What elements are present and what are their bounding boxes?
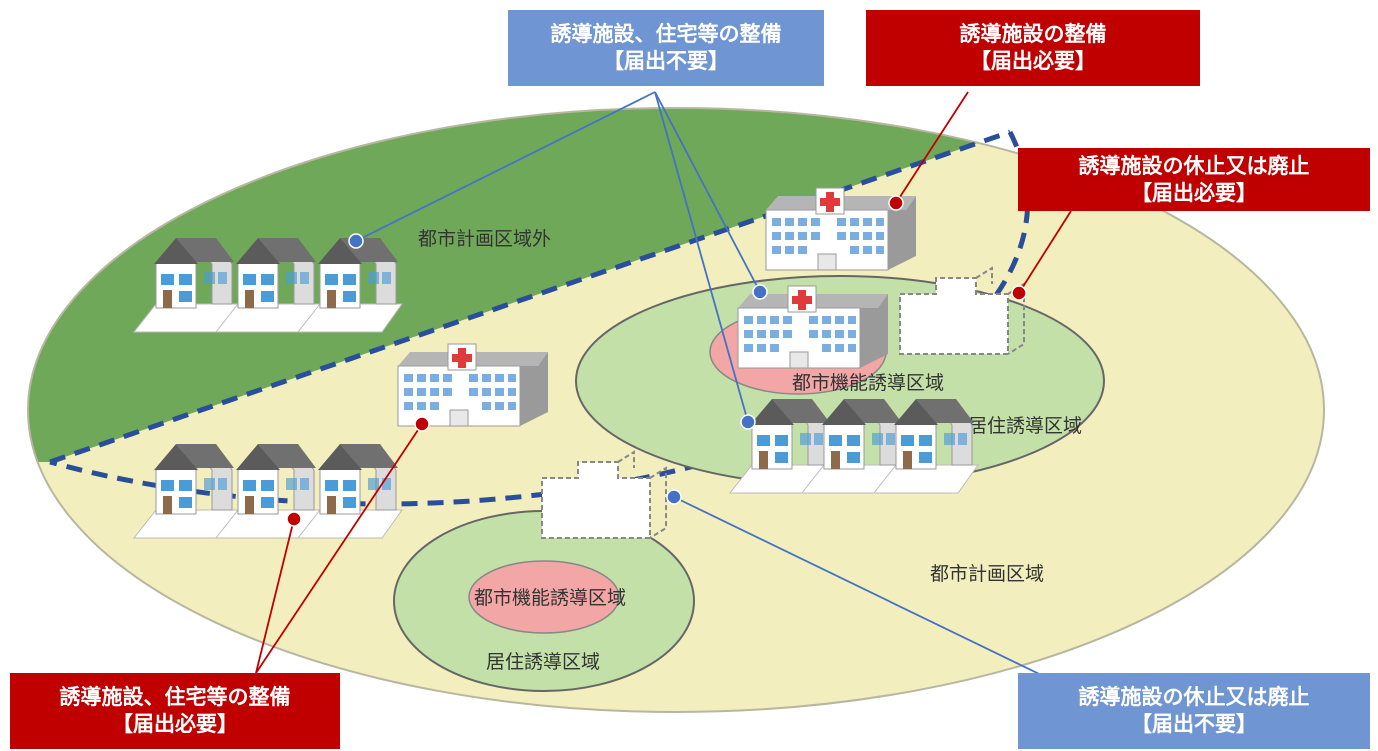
hospital-icon [397, 343, 549, 427]
label-residential-zone-2: 居住誘導区域 [486, 651, 600, 673]
function-zone-2 [468, 560, 620, 634]
callout-notification-required-facility: 誘導施設の整備 【届出必要】 [866, 10, 1200, 86]
callout-status: 【届出不要】 [603, 49, 729, 73]
leader-lines-blue [355, 91, 1065, 687]
callout-notification-not-required-closure: 誘導施設の休止又は廃止 【届出不要】 [1018, 673, 1370, 749]
label-city-area: 都市計画区域 [930, 563, 1044, 585]
callout-title: 誘導施設、住宅等の整備 [59, 685, 291, 709]
label-function-zone-2: 都市機能誘導区域 [474, 587, 626, 609]
label-outside-area: 都市計画区域外 [418, 228, 551, 250]
callout-notification-required-closure: 誘導施設の休止又は廃止 【届出必要】 [1018, 148, 1370, 211]
callout-status: 【届出必要】 [1131, 180, 1257, 205]
callout-title: 誘導施設の整備 [959, 22, 1107, 46]
callout-status: 【届出必要】 [970, 49, 1096, 73]
callout-status: 【届出必要】 [112, 712, 238, 736]
leader-lines-red [255, 91, 1072, 674]
callout-notification-not-required-development: 誘導施設、住宅等の整備 【届出不要】 [508, 10, 824, 86]
leader-dots [286, 195, 1027, 527]
city-outer-outline [27, 107, 1325, 713]
callout-status: 【届出不要】 [1131, 712, 1257, 736]
callout-title: 誘導施設の休止又は廃止 [1078, 153, 1310, 178]
planning-area-boundary [49, 129, 1011, 465]
label-residential-zone-1: 居住誘導区域 [968, 415, 1082, 437]
callout-notification-required-development: 誘導施設、住宅等の整備 【届出必要】 [10, 673, 340, 749]
callout-title: 誘導施設、住宅等の整備 [550, 22, 782, 46]
label-function-zone-1: 都市機能誘導区域 [792, 372, 944, 394]
callout-title: 誘導施設の休止又は廃止 [1078, 685, 1310, 709]
